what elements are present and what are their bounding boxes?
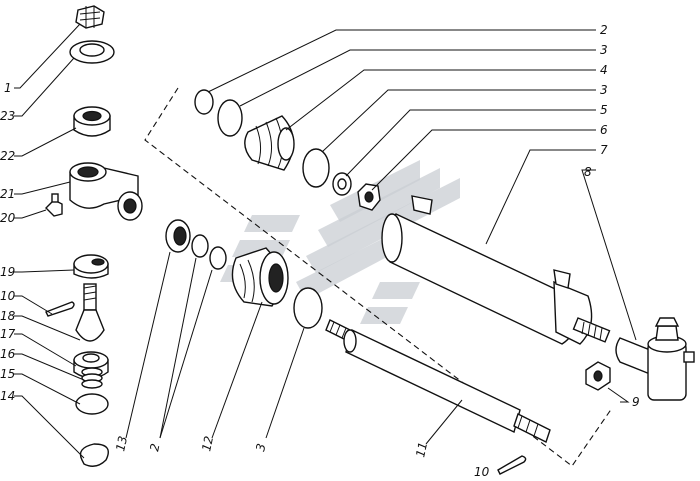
rod-part-11	[325, 319, 551, 443]
callout-23: 23	[0, 109, 15, 123]
ball-pin-part-18	[75, 283, 105, 342]
ring-part-2-bottom-b	[209, 246, 227, 270]
callout-3-bottom: 3	[253, 442, 268, 452]
callout-22: 22	[0, 149, 15, 163]
ring-part-3-bottom	[293, 287, 323, 329]
snap-ring-part-14	[79, 443, 109, 467]
callout-14: 14	[0, 389, 15, 403]
callout-labels: 1 23 22 21 20 19 10 18 17 16 15 14 2 3 4…	[0, 23, 640, 479]
ring-part-2-bottom-a	[191, 234, 209, 258]
callout-1: 1	[4, 81, 12, 95]
ring-part-2-top	[194, 89, 214, 115]
washer-part-23	[69, 40, 115, 64]
assembly-dashed-outline	[144, 87, 613, 467]
callout-11: 11	[413, 441, 430, 459]
callout-13: 13	[113, 435, 130, 453]
grease-nipple-part-20	[45, 193, 63, 217]
callout-3-top: 3	[600, 43, 608, 57]
nut-part-9	[585, 361, 611, 391]
ring-part-3-top	[217, 99, 243, 137]
cotter-pin-part-10-left	[45, 301, 75, 317]
callout-2-bottom: 2	[147, 442, 162, 452]
bushing-part-22	[73, 106, 111, 137]
callout-4: 4	[600, 63, 608, 77]
nut-part-6	[357, 183, 381, 211]
callout-5: 5	[600, 103, 608, 117]
callout-19: 19	[0, 265, 15, 279]
castle-nut-part-1	[75, 5, 105, 29]
cylinder-part-7	[381, 195, 611, 345]
bushing-part-12	[231, 247, 289, 307]
callout-16: 16	[0, 347, 16, 361]
nut-part-19	[73, 254, 109, 279]
plug-part-15	[75, 393, 109, 415]
callout-21: 21	[0, 187, 15, 201]
callout-8: 8	[584, 165, 592, 179]
housing-part-21	[69, 162, 143, 221]
cotter-pin-part-10-bottom	[497, 455, 527, 475]
callout-7: 7	[600, 143, 608, 157]
callout-15: 15	[0, 367, 15, 381]
callout-20: 20	[0, 211, 16, 225]
callout-3-mid: 3	[600, 83, 608, 97]
callout-12: 12	[199, 435, 216, 453]
ring-part-3-mid	[302, 148, 330, 188]
callout-17: 17	[0, 327, 16, 341]
bushing-part-13	[165, 219, 191, 253]
rod-end-part-8	[615, 317, 695, 401]
callout-18: 18	[0, 309, 16, 323]
callout-6: 6	[600, 123, 608, 137]
callout-2-top: 2	[600, 23, 608, 37]
dust-boot-part-4	[244, 115, 295, 171]
callout-10-bottom: 10	[474, 465, 490, 479]
leader-lines	[14, 23, 637, 459]
callout-10-left: 10	[0, 289, 16, 303]
washer-part-5	[332, 172, 352, 196]
callout-9: 9	[632, 395, 640, 409]
spring-part-16	[81, 367, 103, 389]
